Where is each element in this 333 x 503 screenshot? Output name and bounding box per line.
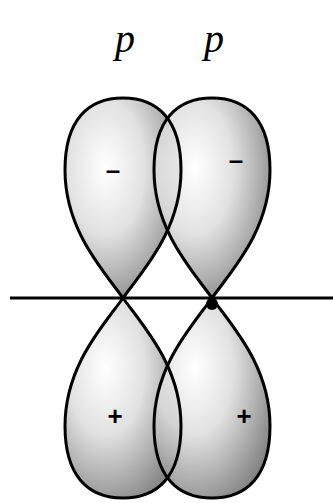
lobe-outline [65,298,181,498]
orbital-label: p [204,15,224,62]
nucleus-dot [206,298,218,310]
lobe-outline [65,98,181,298]
phase-sign: + [236,401,251,432]
nodal-plane [10,297,333,300]
lobe-outline [154,98,270,298]
phase-sign: – [106,155,120,186]
orbital-label: p [115,15,135,62]
phase-sign: + [107,401,122,432]
orbital-lobe [154,298,270,498]
orbital-lobe [154,98,270,298]
lobe-outline [154,298,270,498]
phase-sign: – [229,145,243,176]
